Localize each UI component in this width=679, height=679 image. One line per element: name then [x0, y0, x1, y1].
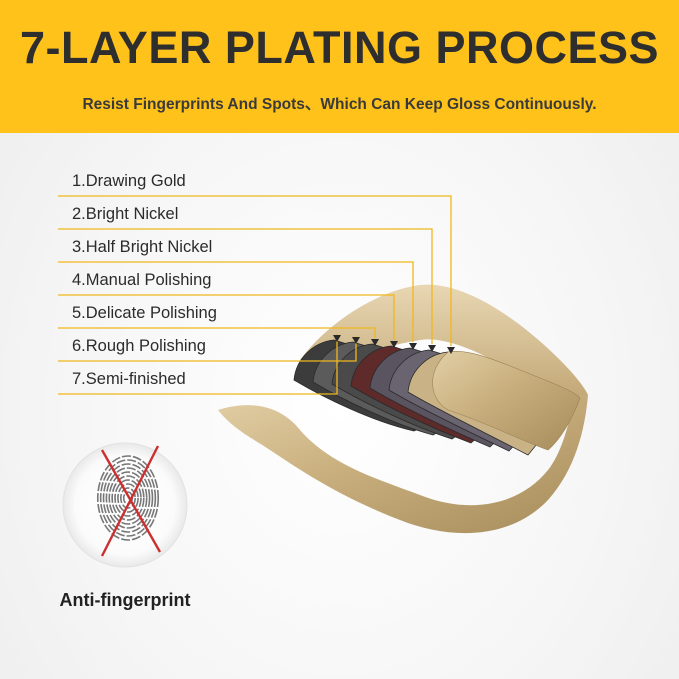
header-banner	[0, 0, 679, 133]
anti-fingerprint-badge	[62, 442, 188, 568]
leader-line-1	[58, 195, 452, 346]
layer-label-3: 3.Half Bright Nickel	[72, 238, 212, 256]
fingerprint-ridge	[108, 471, 148, 525]
gold-roll	[432, 351, 581, 451]
layer-label-1: 1.Drawing Gold	[72, 172, 186, 190]
fingerprint-ridge	[114, 479, 142, 517]
leader-line-7	[58, 334, 338, 395]
leader-marker-7	[333, 335, 341, 342]
fingerprint-ridge	[96, 455, 160, 541]
leader-marker-4	[390, 341, 398, 348]
leader-marker-2	[428, 345, 436, 352]
leader-line-2	[58, 228, 433, 344]
leader-line-3	[58, 261, 414, 342]
plate-front-surface	[218, 395, 588, 534]
leader-line-5	[58, 327, 376, 338]
leader-marker-5	[371, 339, 379, 346]
anti-fingerprint-label: Anti-fingerprint	[59, 590, 191, 610]
layer-stack	[293, 339, 581, 456]
page-title: 7-LAYER PLATING PROCESS	[19, 22, 660, 73]
leader-lines	[58, 195, 455, 395]
leader-marker-3	[409, 343, 417, 350]
fingerprint-ridge	[111, 475, 145, 521]
leader-line-6	[58, 336, 357, 362]
leader-line-4	[58, 294, 395, 340]
layer-label-2: 2.Bright Nickel	[72, 205, 178, 223]
fingerprint-crossed-icon	[96, 445, 162, 557]
layer-label-6: 6.Rough Polishing	[72, 337, 206, 355]
fingerprint-ridge	[120, 487, 137, 509]
fingerprint-ridge	[105, 467, 151, 529]
layer-labels: 1.Drawing Gold 2.Bright Nickel 3.Half Brig…	[72, 172, 217, 388]
layer-label-4: 4.Manual Polishing	[72, 271, 211, 289]
leader-marker-6	[352, 337, 360, 344]
page-subtitle: Resist Fingerprints And Spots、Which Can …	[82, 96, 597, 113]
plate-top-surface	[300, 284, 588, 395]
fingerprint-ridge	[117, 483, 139, 513]
layer-label-5: 5.Delicate Polishing	[72, 304, 217, 322]
leader-marker-1	[447, 347, 455, 354]
fingerprint-ridge	[102, 463, 154, 533]
fingerprint-ridge	[99, 459, 157, 537]
cross-stroke-2	[100, 445, 160, 557]
layer-label-7: 7.Semi-finished	[72, 370, 186, 388]
